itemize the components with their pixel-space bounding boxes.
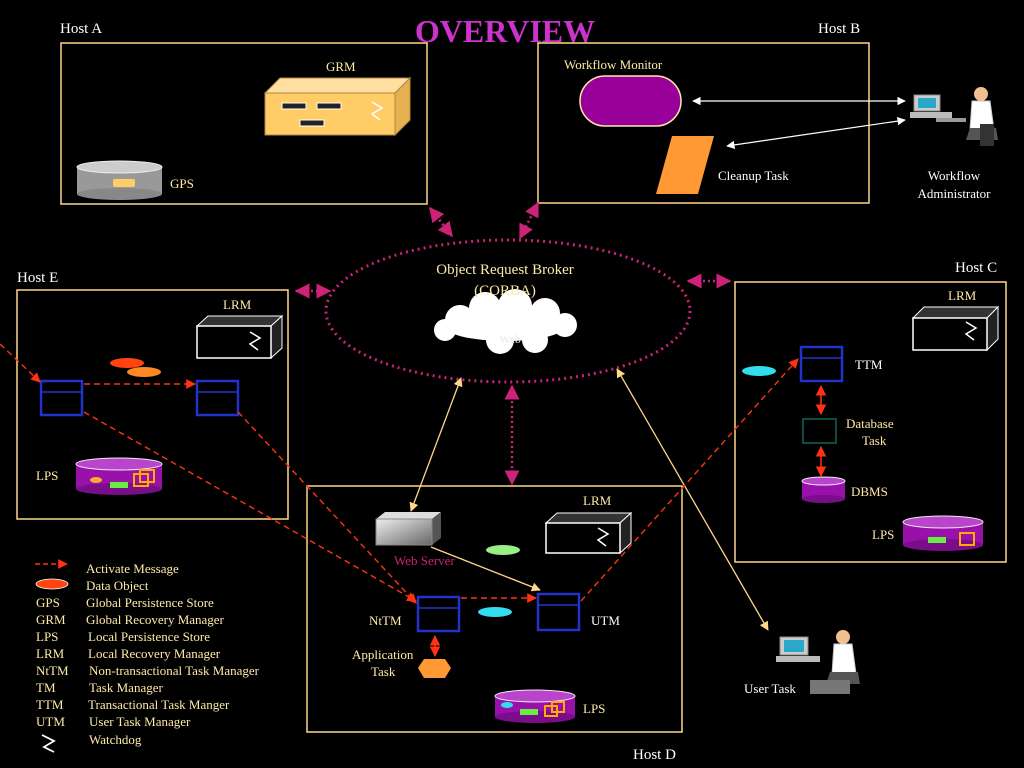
legend-abbr-ttm: TTM [36,697,64,712]
watchdog-icon [964,321,978,341]
legend-abbr-lrm: LRM [36,646,65,661]
user-task-label: User Task [744,681,796,696]
grm-label: GRM [326,59,356,74]
grm-box [263,76,412,137]
host-c-label: Host C [955,260,997,276]
host-e-task-manager-1 [39,379,84,417]
host-c-lrm-box [911,305,1000,352]
data-object-ellipse [35,578,69,590]
database-task-label-line2: Task [862,433,887,448]
legend-text-grm: Global Recovery Manager [86,612,225,627]
activate-message-paths [0,343,799,604]
host-e-lps-label: LPS [36,468,58,483]
host-d-lps-label: LPS [583,701,605,716]
web-label: Web [499,332,521,346]
host-b: Host B Workflow Monitor Cleanup Task [537,21,870,204]
data-object [110,358,144,368]
host-b-label: Host B [818,21,860,37]
legend-abbr-utm: UTM [36,714,65,729]
application-task-label-line1: Application [352,647,414,662]
legend-abbr-nttm: NtTM [36,663,69,678]
workflow-admin-figure [910,87,998,146]
ntm-label: NtTM [369,613,402,628]
database-task-label-line1: Database [846,416,894,431]
legend-abbr-lps: LPS [36,629,58,644]
watchdog-icon [370,101,384,121]
legend-abbr-gps: GPS [36,595,60,610]
ttm-label: TTM [855,357,883,372]
host-c-lps-label: LPS [872,527,894,542]
ntm-box [416,595,461,633]
host-d-lps-cylinder [494,689,576,723]
legend-text-ttm: Transactional Task Manger [88,697,230,712]
user-task-figure [776,630,860,694]
legend: Activate Message Data Object GPS Global … [35,559,260,753]
web-server-label: Web Server [394,553,455,568]
orb-label-line1: Object Request Broker [436,262,573,278]
watchdog-icon [248,331,262,351]
data-object [127,367,161,377]
cleanup-task-label: Cleanup Task [718,168,789,183]
workflow-monitor-label: Workflow Monitor [564,57,663,72]
dbms-label: DBMS [851,484,888,499]
legend-abbr-grm: GRM [36,612,66,627]
host-c-lrm-label: LRM [948,288,977,303]
host-e: Host E LRM LPS [16,270,289,520]
legend-text-tm: Task Manager [89,680,163,695]
orb: Web [324,238,692,384]
gps-cylinder [76,160,163,200]
orb-label-line2: (CORBA) [474,283,536,299]
workflow-admin-label-line2: Administrator [918,186,992,201]
data-object [478,607,512,617]
ttm-box [799,345,844,383]
legend-text-utm: User Task Manager [89,714,191,729]
host-c-lps-cylinder [902,515,984,551]
application-task-shape [418,659,451,678]
host-e-lrm-box [195,314,284,360]
gps-label: GPS [170,176,194,191]
legend-text-lrm: Local Recovery Manager [88,646,221,661]
web-connectors [409,368,769,631]
host-e-lps-cylinder [75,457,163,495]
watchdog-icon [41,734,56,753]
web-cloud-icon [434,289,577,354]
data-object [486,545,520,555]
legend-text-watchdog: Watchdog [89,732,142,747]
legend-text-lps: Local Persistence Store [88,629,210,644]
legend-text-data-object: Data Object [86,578,149,593]
legend-text-nttm: Non-transactional Task Manager [89,663,260,678]
dbms-cylinder [801,476,846,503]
workflow-admin-label-line1: Workflow [928,168,981,183]
cleanup-task-shape [656,136,714,194]
data-object [742,366,776,376]
host-e-label: Host E [17,270,58,286]
web-server-icon [375,512,441,546]
host-d: Host D Web Server LRM NtTM UTM Applicati… [306,485,683,763]
host-e-lrm-label: LRM [223,297,252,312]
host-d-lrm-label: LRM [583,493,612,508]
legend-abbr-tm: TM [36,680,56,695]
legend-text-activate-message: Activate Message [86,561,179,576]
host-e-task-manager-2 [195,379,240,417]
database-task-box [802,418,837,444]
legend-text-gps: Global Persistence Store [86,595,214,610]
utm-box [536,592,581,632]
application-task-label-line2: Task [371,664,396,679]
host-d-lrm-box [544,511,633,555]
orb-connectors [294,201,732,486]
host-a: Host A GRM GPS [60,21,428,205]
host-a-label: Host A [60,21,102,37]
host-c: Host C LRM TTM Database Task DBMS LPS [734,260,1007,563]
utm-label: UTM [591,613,620,628]
cleanup-admin-arrow [726,116,906,150]
host-d-label: Host D [633,747,676,763]
watchdog-icon [596,527,610,547]
workflow-monitor-shape [579,75,682,127]
